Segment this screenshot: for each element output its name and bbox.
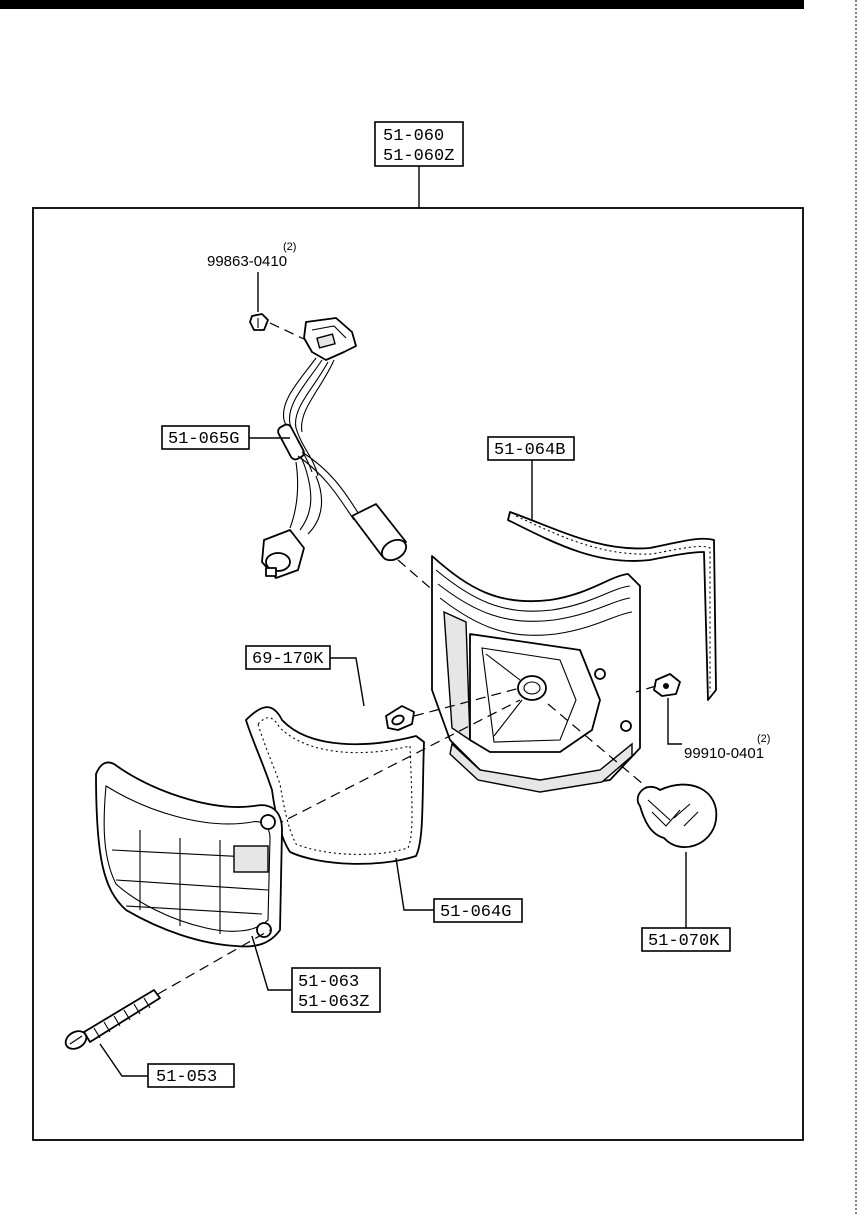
main-bulb bbox=[636, 783, 718, 848]
top-rule bbox=[0, 0, 804, 9]
lens-label: 51-063 51-063Z bbox=[291, 967, 381, 1013]
assembly-label: 51-060 51-060Z bbox=[374, 121, 464, 167]
clip-qty: (2) bbox=[757, 733, 770, 745]
main-bulb-number: 51-070K bbox=[648, 932, 720, 951]
lens-gasket bbox=[245, 706, 425, 865]
main-bulb-label: 51-070K bbox=[641, 927, 731, 952]
screw-top-number: 99863-0410 bbox=[207, 253, 287, 270]
clip bbox=[653, 673, 681, 697]
long-screw bbox=[64, 989, 161, 1050]
small-bulb-label: 69-170K bbox=[245, 645, 331, 670]
small-bulb-number: 69-170K bbox=[252, 650, 324, 669]
lens-number-2: 51-063Z bbox=[298, 993, 369, 1012]
lens bbox=[95, 761, 283, 948]
lens-gasket-label: 51-064G bbox=[433, 898, 523, 923]
lens-number-1: 51-063 bbox=[298, 973, 359, 992]
gasket-strip-number: 51-064B bbox=[494, 441, 565, 460]
small-bulb bbox=[385, 705, 415, 731]
wiring-harness bbox=[261, 317, 408, 579]
harness-number: 51-065G bbox=[168, 430, 239, 449]
long-screw-label: 51-053 bbox=[147, 1063, 235, 1088]
assembly-frame bbox=[32, 207, 804, 1141]
lamp-housing bbox=[431, 555, 641, 793]
small-screw-top bbox=[249, 313, 269, 331]
screw-top-qty: (2) bbox=[283, 241, 296, 253]
assembly-number-1: 51-060 bbox=[383, 127, 444, 146]
gasket-strip bbox=[507, 511, 717, 701]
lens-gasket-number: 51-064G bbox=[440, 903, 511, 922]
gasket-strip-label: 51-064B bbox=[487, 436, 575, 461]
assembly-number-2: 51-060Z bbox=[383, 147, 454, 166]
clip-number: 99910-0401 bbox=[684, 745, 764, 762]
long-screw-number: 51-053 bbox=[156, 1068, 217, 1087]
harness-label: 51-065G bbox=[161, 425, 250, 450]
